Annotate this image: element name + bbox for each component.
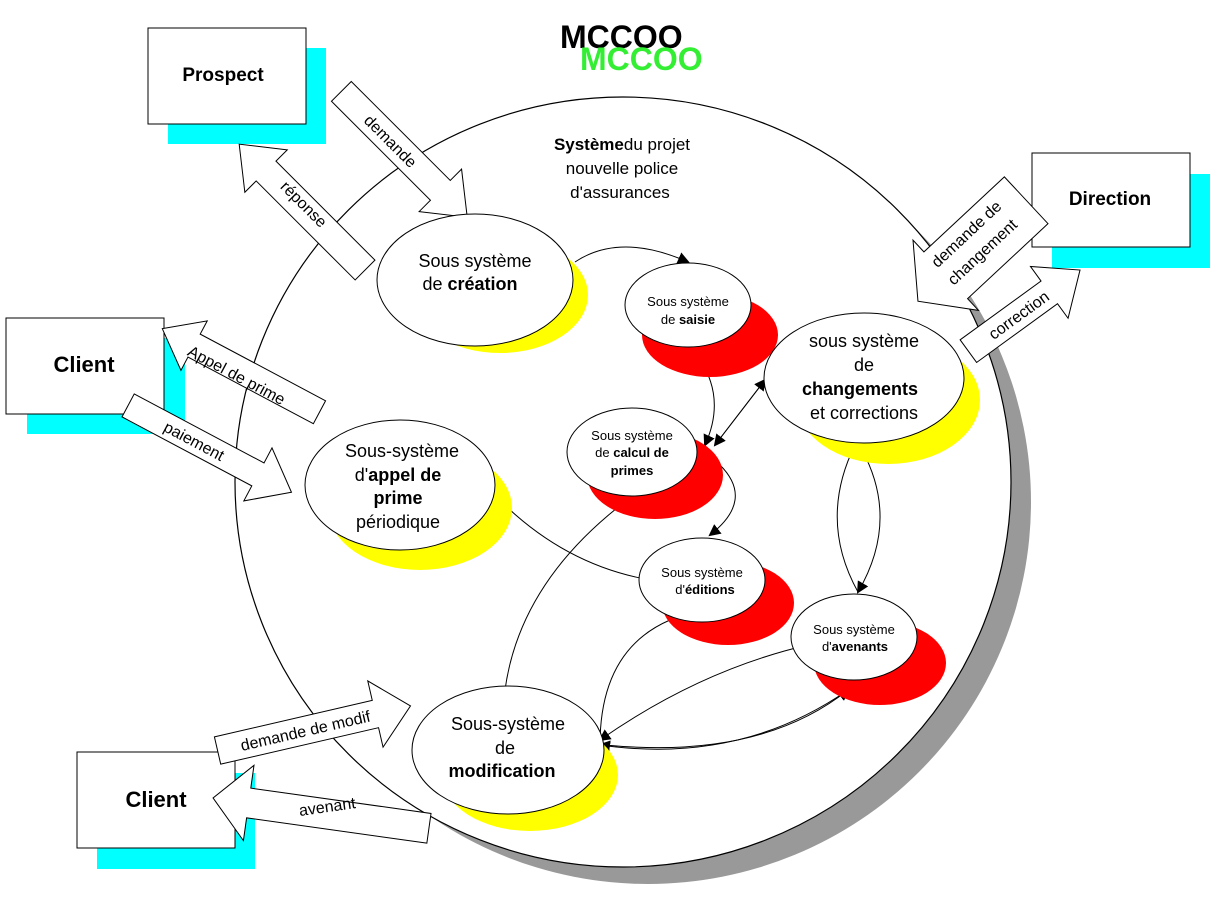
title-black: MCCOO <box>560 19 683 55</box>
subsystem-calcul-line1: Sous système <box>591 428 673 443</box>
conn-creation-saisie <box>574 246 690 264</box>
subsystem-editions: Sous système d'éditions <box>638 537 794 645</box>
subsystem-appel-line4: périodique <box>356 512 440 532</box>
conn-calcul-editions <box>708 464 736 537</box>
actor-prospect: Prospect <box>147 27 326 144</box>
subsystem-saisie-line2: de saisie <box>661 312 715 327</box>
actor-prospect-label: Prospect <box>182 65 264 86</box>
subsystem-avenants-line1: Sous système <box>813 622 895 637</box>
subsystem-saisie-line1: Sous système <box>647 294 729 309</box>
subsystem-creation: Sous système de création <box>376 213 588 353</box>
subsystem-appel: Sous-système d'appel de prime périodique <box>304 419 512 570</box>
subsystem-editions-line2: d'éditions <box>675 582 735 597</box>
actor-direction: Direction <box>1031 152 1210 268</box>
subsystem-editions-line1: Sous système <box>661 565 743 580</box>
subsystem-saisie: Sous système de saisie <box>624 262 778 377</box>
conn-changements-calcul <box>713 379 766 447</box>
subsystem-avenants-line2: d'avenants <box>822 639 888 654</box>
subsystem-calcul-line2: de calcul de <box>595 445 669 460</box>
system-label-line2: nouvelle police <box>566 159 678 178</box>
subsystem-modification: Sous-système de modification <box>411 685 618 831</box>
system-label-line3: d'assurances <box>570 183 670 202</box>
conn-avenants-modification-bottom <box>598 689 849 753</box>
subsystem-changements-line4: et corrections <box>810 403 918 423</box>
subsystem-creation-line1: Sous système <box>418 251 531 271</box>
subsystem-modification-line1: Sous-système <box>451 714 565 734</box>
subsystem-appel-line1: Sous-système <box>345 441 459 461</box>
subsystem-calcul: Sous système de calcul de primes <box>566 407 723 519</box>
flow-reponse <box>238 143 376 281</box>
title-green: MCCOO <box>580 41 703 77</box>
subsystem-calcul-line3: primes <box>611 463 654 478</box>
conn-avenants-modification <box>598 644 809 742</box>
conn-editions-modification <box>594 619 671 747</box>
actor-client-top: Client <box>5 317 185 434</box>
subsystem-appel-line2: d'appel de <box>355 465 441 485</box>
flow-demande-de-changement <box>912 176 1049 312</box>
subsystem-changements-line2: de <box>854 355 874 375</box>
conn-avenants-changements <box>836 443 859 593</box>
subsystem-changements: sous système de changements et correctio… <box>763 312 980 464</box>
flow-appel-de-prime <box>161 320 327 425</box>
subsystem-modification-line3: modification <box>449 761 556 781</box>
subsystem-changements-line1: sous système <box>809 331 919 351</box>
system-label: Systèmedu projet <box>554 135 690 154</box>
subsystem-changements-line3: changements <box>802 379 918 399</box>
actor-client-bottom-label: Client <box>125 787 187 812</box>
actor-client-bottom: Client <box>76 751 255 869</box>
subsystem-modification-line2: de <box>495 738 515 758</box>
conn-modification-calcul <box>504 496 632 691</box>
actor-direction-label: Direction <box>1069 189 1151 210</box>
connections <box>488 246 881 753</box>
subsystem-creation-line2: de création <box>422 274 517 294</box>
subsystem-appel-line3: prime <box>373 488 422 508</box>
subsystem-avenants: Sous système d'avenants <box>790 593 946 705</box>
actor-client-top-label: Client <box>53 352 115 377</box>
conn-changements-avenants <box>856 449 881 594</box>
flow-avenant <box>212 764 432 844</box>
